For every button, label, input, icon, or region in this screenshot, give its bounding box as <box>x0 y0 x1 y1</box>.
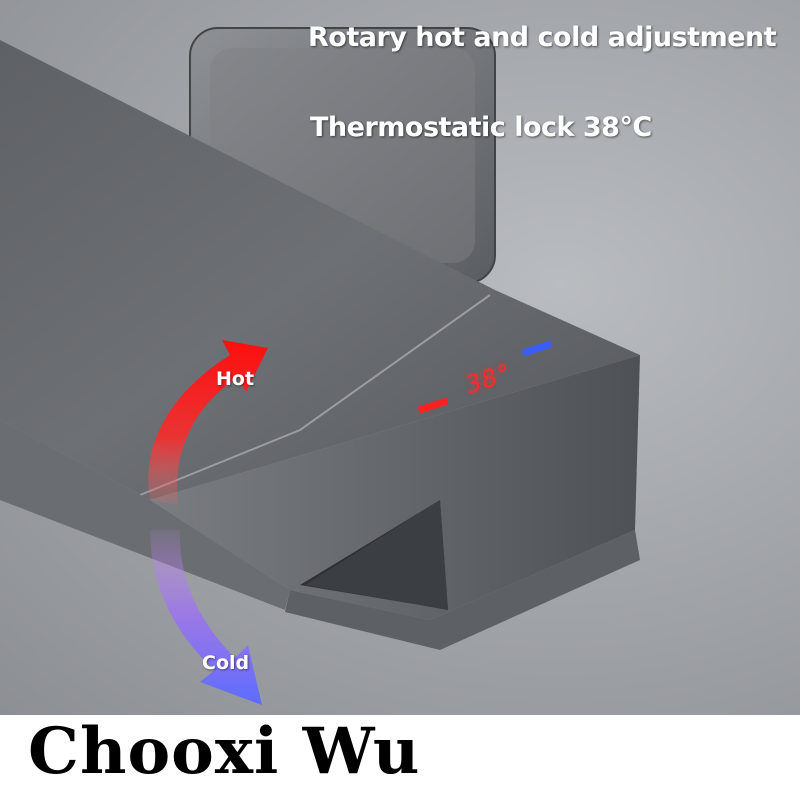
caption-rotary-adjustment: Rotary hot and cold adjustment <box>308 22 777 53</box>
cold-arrow <box>150 530 262 705</box>
brand-name: Chooxi Wu <box>28 714 421 789</box>
brand-bar <box>0 715 800 800</box>
cold-indicator <box>521 340 553 357</box>
product-photo: Rotary hot and cold adjustment Thermosta… <box>0 0 800 715</box>
faucet-body <box>0 40 640 650</box>
cold-label: Cold <box>202 652 250 674</box>
caption-thermostatic-lock: Thermostatic lock 38℃ <box>310 112 652 143</box>
hot-arrow <box>148 340 268 505</box>
hot-label: Hot <box>216 368 255 390</box>
hot-indicator <box>417 397 449 414</box>
faucet-illustration <box>0 27 640 705</box>
